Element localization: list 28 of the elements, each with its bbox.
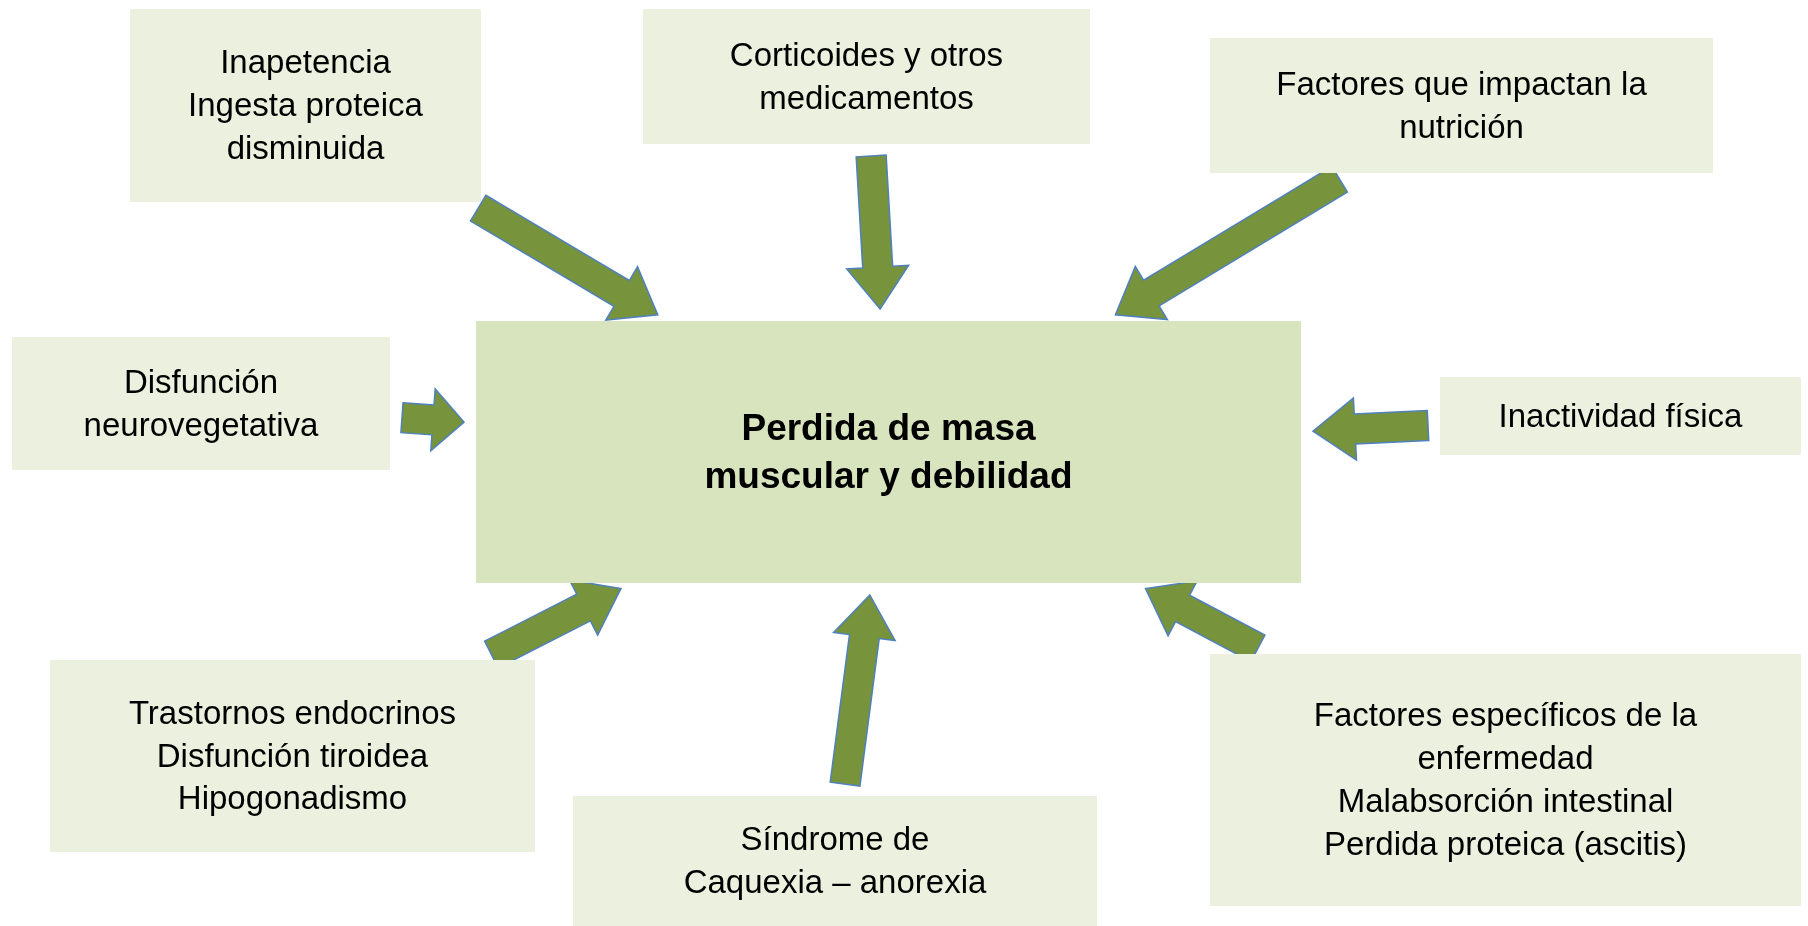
cause-box [12,337,390,470]
node-text: Trastornos endocrinos [128,692,457,733]
node-text: Factores que impactan la nutrición [1275,63,1648,147]
node-text: Inactividad física [1498,395,1743,436]
node-text: Corticoides y otros medicamentos [728,34,1005,118]
node-text: Ingesta proteica disminuida [187,85,424,168]
node-text: Perdida de masa muscular y debilidad [703,405,1074,498]
cause-box [130,9,481,202]
cause-box [1440,377,1801,455]
block-arrow [400,387,466,453]
cause-box [50,660,535,852]
cause-box [1210,38,1713,173]
cause-box [573,796,1097,926]
node-text: Factores específicos de la enfermedad [1312,695,1699,779]
node-text: Hipogonadismo [177,778,408,819]
node-text: Síndrome de Caquexia – anorexia [682,819,988,902]
node-text: Inapetencia [220,42,391,83]
block-arrow [845,154,911,311]
node-text: Disfunción tiroidea [156,735,429,776]
effect-box [476,321,1301,583]
block-arrow [469,194,659,321]
block-arrow [829,593,897,787]
cause-box [1210,654,1801,906]
cause-box [643,9,1090,144]
node-text: Disfunción neurovegetativa [82,361,320,445]
node-text: Malabsorción intestinal [1337,781,1674,821]
block-arrow [1311,396,1430,462]
node-text: Perdida proteica (ascitis) [1323,823,1688,864]
